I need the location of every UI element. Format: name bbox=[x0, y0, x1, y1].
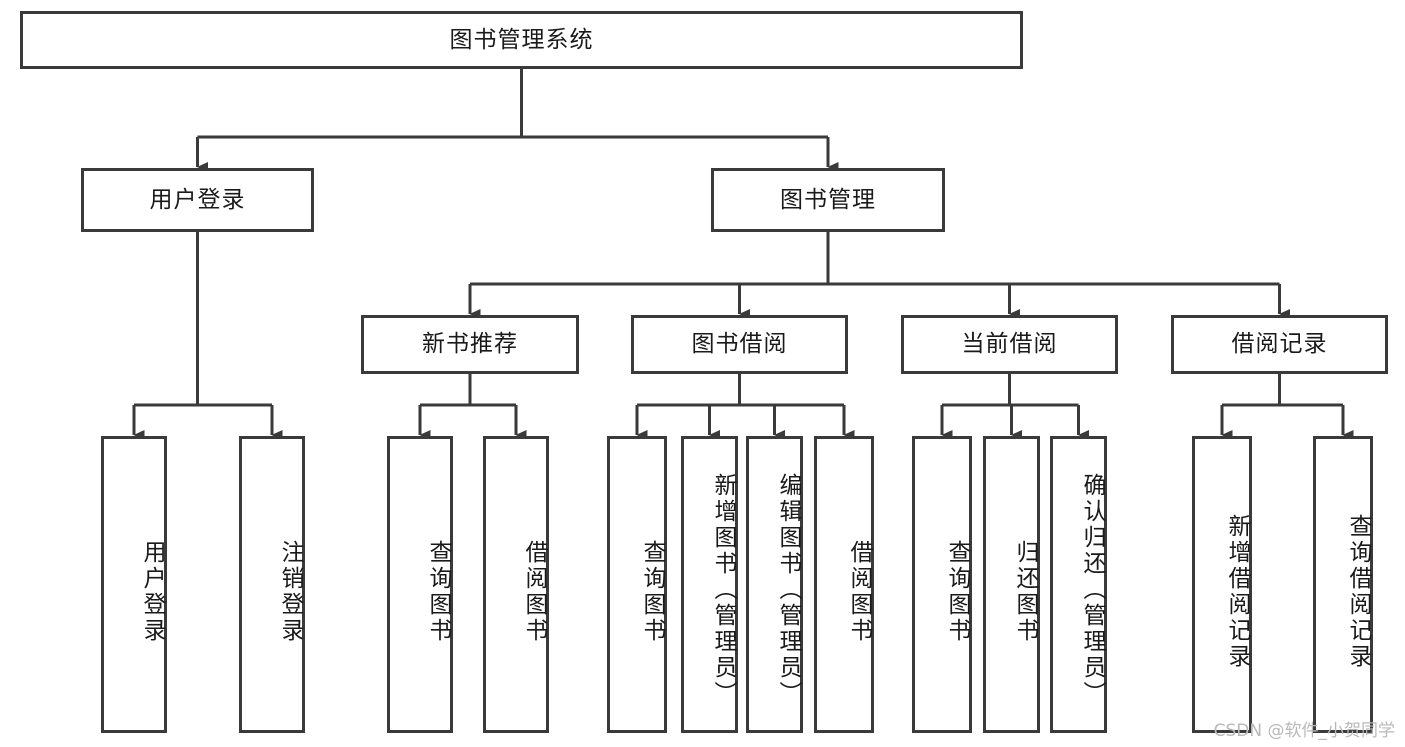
node-leaf-query-book-1[interactable]: 查询图书 bbox=[387, 436, 453, 733]
node-leaf-query-book-2-label: 查询图书 bbox=[639, 539, 665, 644]
node-leaf-user-login-label: 用户登录 bbox=[139, 539, 165, 644]
node-leaf-query-book-1-label: 查询图书 bbox=[425, 539, 451, 644]
node-current-borrow-label: 当前借阅 bbox=[961, 331, 1058, 358]
node-root-label: 图书管理系统 bbox=[449, 26, 594, 53]
node-root[interactable]: 图书管理系统 bbox=[20, 11, 1023, 69]
node-leaf-return-book-label: 归还图书 bbox=[1012, 539, 1038, 644]
node-leaf-edit-book-label: 编辑图书（管理员） bbox=[775, 472, 801, 707]
node-leaf-add-book-label: 新增图书（管理员） bbox=[710, 472, 736, 707]
node-leaf-user-login[interactable]: 用户登录 bbox=[101, 436, 167, 733]
node-user-login-label: 用户登录 bbox=[149, 186, 246, 213]
node-leaf-add-book[interactable]: 新增图书（管理员） bbox=[681, 436, 738, 733]
node-leaf-query-record[interactable]: 查询借阅记录 bbox=[1313, 436, 1373, 733]
node-book-borrow-label: 图书借阅 bbox=[691, 331, 788, 358]
node-book-manage-label: 图书管理 bbox=[780, 186, 876, 213]
node-leaf-user-logout-label: 注销登录 bbox=[277, 539, 303, 644]
node-leaf-borrow-book-2-label: 借阅图书 bbox=[846, 539, 872, 644]
node-borrow-record[interactable]: 借阅记录 bbox=[1171, 315, 1388, 374]
node-borrow-record-label: 借阅记录 bbox=[1231, 331, 1328, 358]
node-book-borrow[interactable]: 图书借阅 bbox=[631, 315, 848, 374]
node-leaf-add-record-label: 新增借阅记录 bbox=[1224, 513, 1250, 670]
node-leaf-query-record-label: 查询借阅记录 bbox=[1345, 513, 1371, 670]
node-leaf-query-book-3[interactable]: 查询图书 bbox=[912, 436, 972, 733]
node-leaf-query-book-2[interactable]: 查询图书 bbox=[607, 436, 667, 733]
node-leaf-confirm-return-label: 确认归还（管理员） bbox=[1079, 472, 1105, 707]
node-leaf-confirm-return[interactable]: 确认归还（管理员） bbox=[1050, 436, 1107, 733]
watermark: CSDN @软件_小贺同学 bbox=[1213, 721, 1395, 741]
node-current-borrow[interactable]: 当前借阅 bbox=[901, 315, 1118, 374]
node-leaf-user-logout[interactable]: 注销登录 bbox=[239, 436, 305, 733]
node-leaf-borrow-book-1[interactable]: 借阅图书 bbox=[483, 436, 549, 733]
node-leaf-borrow-book-1-label: 借阅图书 bbox=[521, 539, 547, 644]
node-leaf-query-book-3-label: 查询图书 bbox=[944, 539, 970, 644]
node-leaf-borrow-book-2[interactable]: 借阅图书 bbox=[814, 436, 874, 733]
node-new-book-rec[interactable]: 新书推荐 bbox=[361, 315, 579, 374]
node-book-manage[interactable]: 图书管理 bbox=[711, 168, 945, 232]
node-leaf-edit-book[interactable]: 编辑图书（管理员） bbox=[746, 436, 803, 733]
node-leaf-add-record[interactable]: 新增借阅记录 bbox=[1192, 436, 1252, 733]
node-leaf-return-book[interactable]: 归还图书 bbox=[983, 436, 1040, 733]
node-user-login[interactable]: 用户登录 bbox=[81, 168, 314, 232]
node-new-book-rec-label: 新书推荐 bbox=[422, 331, 518, 358]
